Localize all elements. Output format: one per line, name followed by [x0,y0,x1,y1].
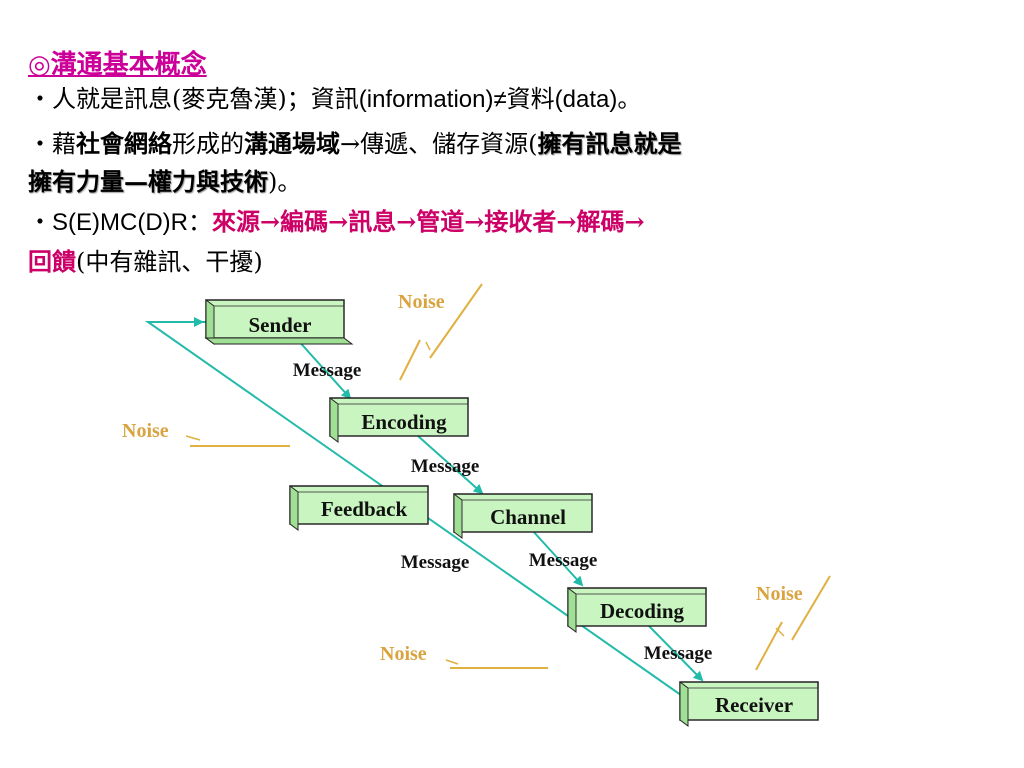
line2-text-e: →傳遞、儲存資源( [340,130,538,158]
bullet: ・ [28,208,52,236]
noise-label: Noise [380,643,427,665]
noise-label: Noise [398,291,445,313]
line1-text-d: 資料 [506,85,555,113]
text-line-2: ・藉社會網絡形成的溝通場域→傳遞、儲存資源(擁有訊息就是 [28,130,681,159]
line2-text-f: 擁有訊息就是 [537,129,682,158]
message-label: Message [529,550,598,571]
text-line-4: ・S(E)MC(D)R：來源→編碼→訊息→管道→接收者→解碼→ [28,208,645,237]
text-line-5: 回饋(中有雜訊、干擾) [28,248,263,277]
line3-text-b: )。 [268,168,302,196]
line4-model-name: S(E)MC(D)R： [52,209,212,236]
line2-text-a: 藉 [52,130,76,158]
line2-text-b: 社會網絡 [76,129,172,158]
encoding-box: Encoding [329,397,469,443]
noise-right: Noise [755,575,831,671]
message-label: Message [411,456,480,477]
line2-text-c: 形成的 [172,130,244,158]
noise-left: Noise [122,420,290,447]
bullet: ・ [28,85,52,113]
message-label: Message [401,552,470,573]
feedback-box: Feedback [289,485,429,531]
text-line-3: 擁有力量—權力與技術)。 [28,168,301,197]
message-label: Message [644,643,713,664]
encoding-label: Encoding [361,410,447,434]
line2-text-d: 溝通場域 [244,129,340,158]
receiver-label: Receiver [715,693,793,717]
sender-label: Sender [249,313,312,337]
decoding-box: Decoding [567,587,707,633]
noise-bottom: Noise [380,643,548,669]
line5-text-b: (中有雜訊、干擾) [76,248,263,276]
decoding-label: Decoding [600,599,685,623]
channel-label: Channel [490,505,566,529]
arrow-sender-encoding [295,337,352,400]
line5-feedback: 回饋 [28,247,76,276]
line1-text-b: 麥克魯漢 [181,85,278,113]
text-line-1: ・人就是訊息(麥克魯漢)；資訊(information)≠資料(data)。 [28,85,642,114]
noise-label: Noise [756,583,803,605]
bullet: ・ [28,130,52,158]
noise-top: Noise [398,283,483,381]
line1-en-data: (data) [554,86,618,113]
sender-box: Sender [204,299,354,345]
section-heading: ◎溝通基本概念 [28,50,207,80]
arrow-encoding-channel [417,435,484,495]
line1-en-information: (information) [358,86,494,113]
line3-text-a: 擁有力量—權力與技術 [28,167,268,196]
feedback-label: Feedback [321,497,408,521]
arrow-decoding-receiver [647,624,704,682]
line1-text-a: 人就是訊息( [52,85,182,113]
receiver-box: Receiver [679,681,819,727]
line1-neq: ≠ [493,86,507,113]
line1-end: 。 [617,85,642,113]
channel-box: Channel [453,493,593,539]
line1-text-c: )；資訊 [277,85,359,113]
message-label: Message [293,360,362,381]
line4-process: 來源→編碼→訊息→管道→接收者→解碼→ [211,207,645,236]
noise-label: Noise [122,420,169,442]
arrow-channel-decoding [531,529,584,587]
